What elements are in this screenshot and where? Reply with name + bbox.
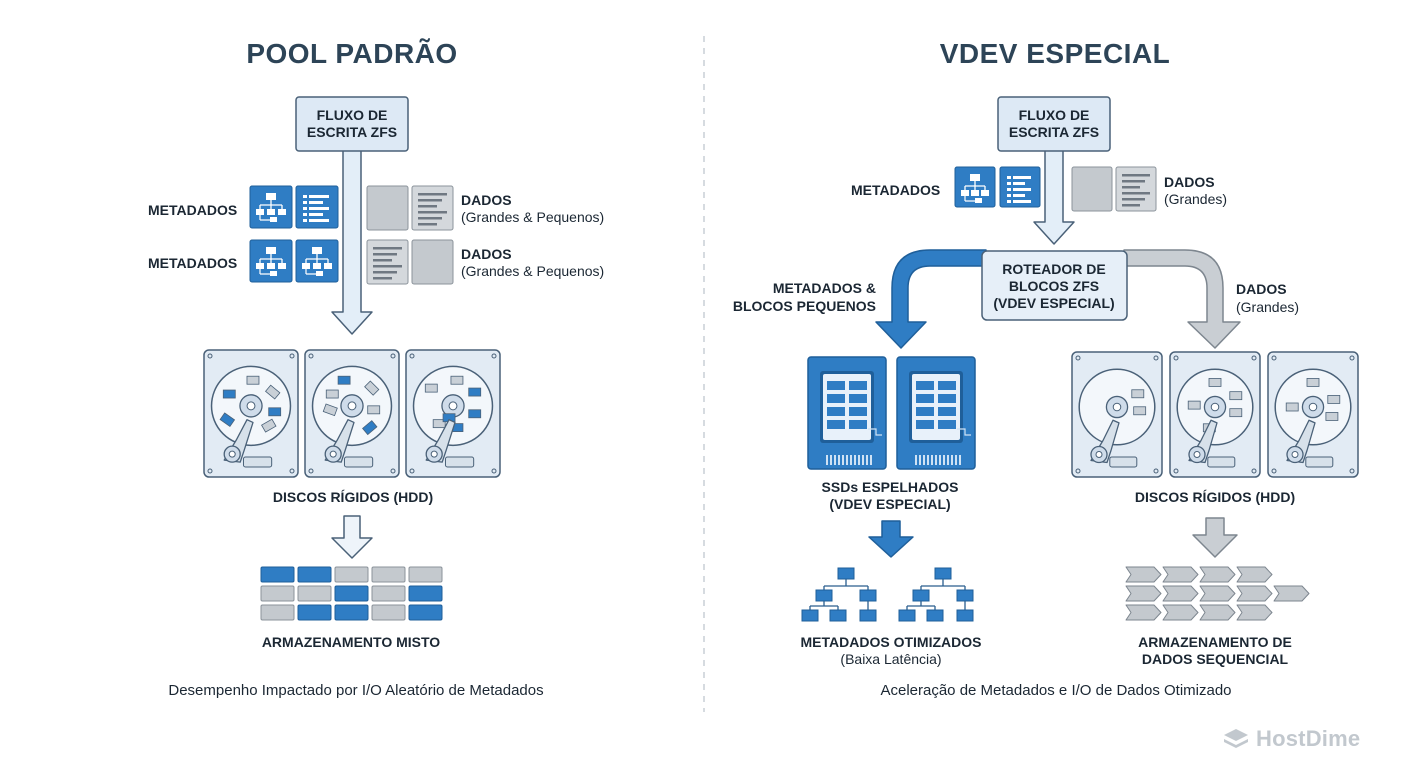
left-hdd-1 xyxy=(203,349,299,478)
meta-opt-sub: (Baixa Latência) xyxy=(840,651,942,667)
left-storage-label: ARMAZENAMENTO MISTO xyxy=(261,634,441,650)
hostdime-logo-text: HostDime xyxy=(1256,726,1361,751)
meta-tree-2 xyxy=(898,567,974,622)
right-meta-list-icon xyxy=(999,166,1041,208)
router-box xyxy=(981,250,1128,321)
left-data-doc-1 xyxy=(411,185,454,231)
left-flow-arrow xyxy=(331,147,373,335)
left-hdd-arrow xyxy=(331,515,373,559)
left-data-doc-2 xyxy=(366,239,409,285)
right-hdd-3 xyxy=(1267,351,1359,478)
right-flow-arrow xyxy=(1033,147,1075,245)
left-hdd-label: DISCOS RÍGIDOS (HDD) xyxy=(272,489,434,505)
right-hdd-down-arrow xyxy=(1192,517,1238,558)
left-hdd-2 xyxy=(304,349,400,478)
left-data-label-1: DADOS xyxy=(461,192,512,208)
right-data-label: DADOS xyxy=(1164,174,1215,190)
right-title: VDEV ESPECIAL xyxy=(939,38,1171,69)
sequential-storage-blocks xyxy=(1125,566,1310,621)
left-data-sub-1: (Grandes & Pequenos) xyxy=(461,209,605,225)
left-mixed-storage-grid xyxy=(260,566,443,621)
right-hdd-label: DISCOS RÍGIDOS (HDD) xyxy=(1134,489,1296,505)
left-data-label-2: DADOS xyxy=(461,246,512,262)
ssd-2 xyxy=(896,356,976,470)
right-flow-box xyxy=(997,96,1111,152)
right-data-doc xyxy=(1115,166,1157,212)
left-data-block-2 xyxy=(411,239,454,285)
left-data-block-1 xyxy=(366,185,409,231)
left-flow-box xyxy=(295,96,409,152)
hostdime-logo-icon xyxy=(1224,729,1248,748)
meta-opt-label: METADADOS OTIMIZADOS xyxy=(800,634,982,650)
right-hdd-1 xyxy=(1071,351,1163,478)
left-caption: Desempenho Impactado por I/O Aleatório d… xyxy=(168,682,544,699)
hostdime-logo: HostDime xyxy=(1222,726,1360,752)
left-data-sub-2: (Grandes & Pequenos) xyxy=(461,263,605,279)
left-metadata-label-2: METADADOS xyxy=(148,255,238,271)
left-meta-hier-icon-1 xyxy=(249,185,293,229)
right-data-sub: (Grandes) xyxy=(1164,191,1228,207)
meta-tree-1 xyxy=(801,567,877,622)
branch-right-label: DADOS (Grandes) xyxy=(1236,281,1300,315)
left-title: POOL PADRÃO xyxy=(246,38,458,69)
ssd-down-arrow xyxy=(868,520,914,558)
branch-left-label: METADADOS &BLOCOS PEQUENOS xyxy=(732,280,876,314)
right-caption: Aceleração de Metadados e I/O de Dados O… xyxy=(880,682,1232,699)
branch-arrow-metadata xyxy=(875,249,987,349)
right-meta-hier-icon xyxy=(954,166,996,208)
branch-arrow-data xyxy=(1123,249,1241,349)
ssd-label: SSDs ESPELHADOS(VDEV ESPECIAL) xyxy=(821,479,959,512)
left-metadata-label-1: METADADOS xyxy=(148,202,238,218)
ssd-1 xyxy=(807,356,887,470)
right-metadata-label: METADADOS xyxy=(851,182,941,198)
right-hdd-2 xyxy=(1169,351,1261,478)
right-data-block xyxy=(1071,166,1113,212)
left-meta-hier-icon-2 xyxy=(249,239,293,283)
left-hdd-3 xyxy=(405,349,501,478)
left-meta-list-icon-1 xyxy=(295,185,339,229)
left-meta-hier-icon-3 xyxy=(295,239,339,283)
